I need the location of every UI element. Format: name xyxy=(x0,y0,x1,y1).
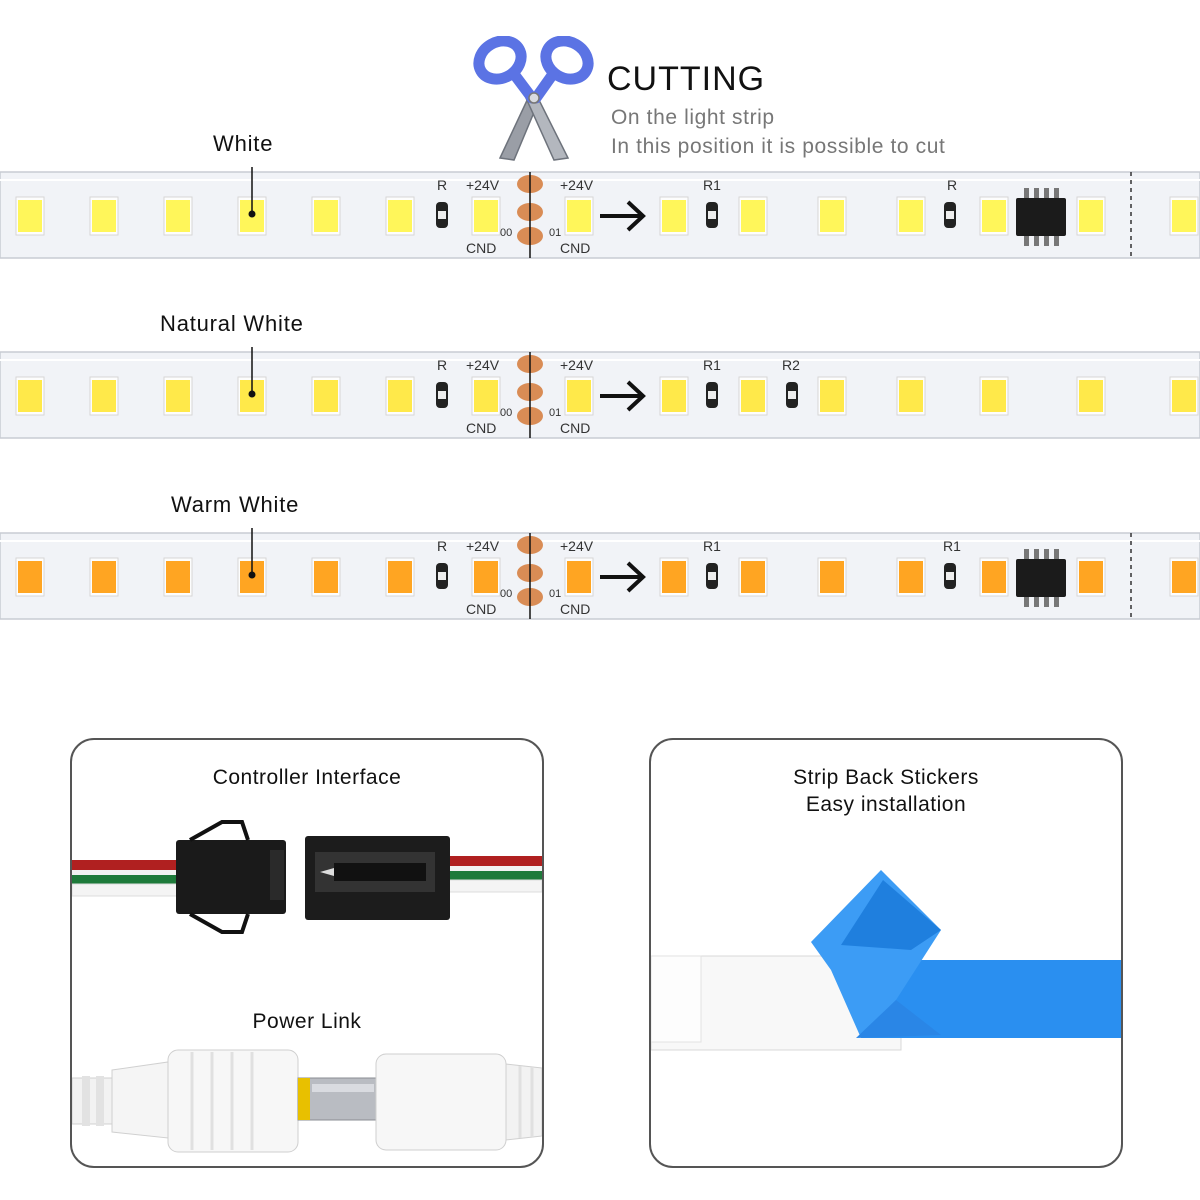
power-link-dc-connector-illustration xyxy=(72,1049,542,1153)
pad-label-00: 00 xyxy=(500,407,512,419)
cutting-subtitle-line2: In this position it is possible to cut xyxy=(611,135,946,158)
stickers-label-line1: Strip Back Stickers xyxy=(793,766,979,789)
strip-back-sticker-illustration xyxy=(651,870,1121,1051)
plus24v-label-left: +24V xyxy=(466,177,500,193)
resistor-label: R xyxy=(437,357,447,373)
cnd-label-right: CND xyxy=(560,601,590,617)
pad-label-00: 00 xyxy=(500,227,512,239)
plus24v-label-left: +24V xyxy=(466,538,500,554)
plus24v-label-right: +24V xyxy=(560,357,594,373)
cnd-label-left: CND xyxy=(466,420,496,436)
cnd-label-right: CND xyxy=(560,420,590,436)
resistor-label-r1: R1 xyxy=(703,177,721,193)
strip-label-warm-white: Warm White xyxy=(171,492,300,517)
connectors-panel: Controller Interface Power Link xyxy=(70,738,544,1168)
resistor-label-r1: R1 xyxy=(703,357,721,373)
resistor-label: R xyxy=(437,177,447,193)
pad-label-01: 01 xyxy=(549,227,561,239)
plus24v-label-right: +24V xyxy=(560,538,594,554)
pad-label-01: 01 xyxy=(549,407,561,419)
resistor-label-right: R xyxy=(947,177,957,193)
stickers-panel: Strip Back Stickers Easy installation xyxy=(649,738,1123,1168)
pad-label-00: 00 xyxy=(500,588,512,600)
controller-interface-label: Controller Interface xyxy=(212,766,402,789)
cutting-subtitle-line1: On the light strip xyxy=(611,106,775,129)
plus24v-label-right: +24V xyxy=(560,177,594,193)
pad-label-01: 01 xyxy=(549,588,561,600)
plus24v-label-left: +24V xyxy=(466,357,500,373)
resistor-label: R xyxy=(437,538,447,554)
ic-chip xyxy=(1016,198,1066,236)
strip-label-natural-white: Natural White xyxy=(160,311,304,336)
cnd-label-left: CND xyxy=(466,240,496,256)
controller-connector-illustration xyxy=(72,820,542,934)
power-link-label: Power Link xyxy=(252,1010,362,1033)
resistor-label-r1: R1 xyxy=(703,538,721,554)
resistor-label-right: R2 xyxy=(782,357,800,373)
cnd-label-left: CND xyxy=(466,601,496,617)
resistor-label-right: R1 xyxy=(943,538,961,554)
strip-label-white: White xyxy=(213,131,274,156)
cutting-title: CUTTING xyxy=(607,60,766,98)
ic-chip xyxy=(1016,559,1066,597)
cnd-label-right: CND xyxy=(560,240,590,256)
stickers-label-line2: Easy installation xyxy=(805,793,967,816)
scissors-icon xyxy=(473,36,594,161)
